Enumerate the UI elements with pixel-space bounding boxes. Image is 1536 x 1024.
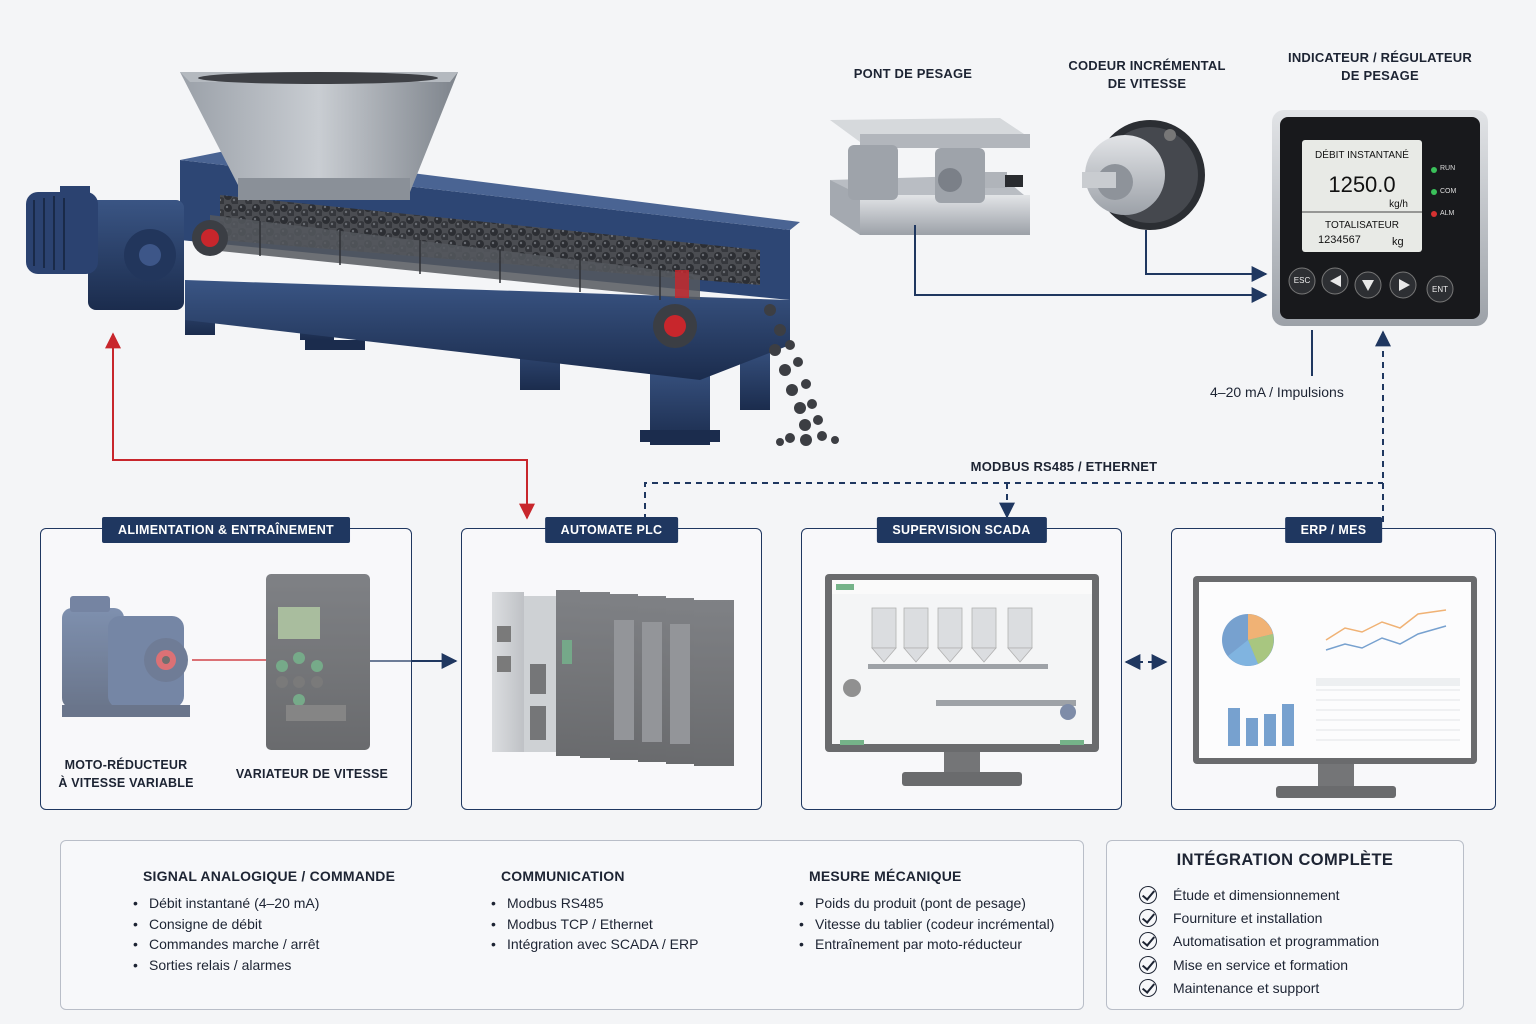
legend-analog-item: Débit instantané (4–20 mA) xyxy=(133,893,395,914)
label-indicateur: INDICATEUR / RÉGULATEUR DE PESAGE xyxy=(1280,49,1480,85)
panel-scada-title: SUPERVISION SCADA xyxy=(876,517,1047,543)
panel-erp: ERP / MES xyxy=(1171,517,1496,810)
integration-item-label: Automatisation et programmation xyxy=(1173,933,1380,950)
integration-item: Étude et dimensionnement xyxy=(1139,883,1379,906)
belt-feeder-machine xyxy=(26,72,839,446)
legend-analog-item: Consigne de débit xyxy=(133,914,395,935)
legend-comm-title: COMMUNICATION xyxy=(501,868,625,884)
line-encoder-to-indicator xyxy=(1145,230,1268,282)
plc-rack-image xyxy=(492,590,734,766)
legend-meca: MESURE MÉCANIQUE Poids du produit (pont … xyxy=(747,865,1054,955)
panel-scada: SUPERVISION SCADA xyxy=(801,517,1122,810)
label-variateur: VARIATEUR DE VITESSE xyxy=(235,767,389,781)
legend-meca-item: Poids du produit (pont de pesage) xyxy=(799,893,1054,914)
line-comm-bus xyxy=(644,482,1383,520)
erp-monitor-image xyxy=(1193,576,1477,798)
check-icon xyxy=(1139,955,1157,974)
integration-box: INTÉGRATION COMPLÈTE Étude et dimensionn… xyxy=(1106,840,1464,1010)
legend-meca-item: Entraînement par moto-réducteur xyxy=(799,934,1054,955)
incremental-encoder xyxy=(1082,120,1205,230)
panel-plc-title: AUTOMATE PLC xyxy=(544,517,679,543)
integration-item: Mise en service et formation xyxy=(1139,953,1379,976)
integration-item: Fourniture et installation xyxy=(1139,906,1379,929)
ent-button[interactable]: ENT xyxy=(1432,285,1448,294)
legend-comm-item: Modbus TCP / Ethernet xyxy=(491,914,698,935)
display-total-label: TOTALISATEUR xyxy=(1325,220,1399,231)
legend-comm: COMMUNICATION Modbus RS485 Modbus TCP / … xyxy=(439,865,698,955)
integration-item: Automatisation et programmation xyxy=(1139,930,1379,953)
legend-meca-title: MESURE MÉCANIQUE xyxy=(809,868,962,884)
integration-item: Maintenance et support xyxy=(1139,976,1379,999)
led-alm-label: ALM xyxy=(1440,210,1455,217)
panel-plc: AUTOMATE PLC xyxy=(461,517,762,810)
load-cell-weighbridge xyxy=(830,118,1030,235)
label-indicateur-line1: INDICATEUR / RÉGULATEUR xyxy=(1288,50,1472,65)
label-moto: MOTO-RÉDUCTEUR À VITESSE VARIABLE xyxy=(46,756,206,792)
label-pont-pesage: PONT DE PESAGE xyxy=(853,66,973,81)
integration-item-label: Étude et dimensionnement xyxy=(1173,886,1340,903)
check-icon xyxy=(1139,932,1157,951)
legend-box: SIGNAL ANALOGIQUE / COMMANDE Débit insta… xyxy=(60,840,1084,1010)
check-icon xyxy=(1139,908,1157,927)
panel-alimentation: ALIMENTATION & ENTRAÎNEMENT xyxy=(40,517,412,810)
label-moto-line2: À VITESSE VARIABLE xyxy=(58,776,194,790)
panel-alimentation-title: ALIMENTATION & ENTRAÎNEMENT xyxy=(102,517,350,543)
check-icon xyxy=(1139,978,1157,997)
esc-button[interactable]: ESC xyxy=(1293,276,1311,285)
legend-analog-title: SIGNAL ANALOGIQUE / COMMANDE xyxy=(143,868,396,884)
integration-title: INTÉGRATION COMPLÈTE xyxy=(1176,851,1394,869)
display-total-unit: kg xyxy=(1392,236,1404,248)
led-com-label: COM xyxy=(1440,188,1457,195)
legend-analog-item: Commandes marche / arrêt xyxy=(133,934,395,955)
vfd-drive-image xyxy=(266,574,370,750)
legend-comm-item: Intégration avec SCADA / ERP xyxy=(491,934,698,955)
scada-monitor-image xyxy=(825,574,1099,786)
moto-reducer-image xyxy=(62,596,190,717)
panel-erp-title: ERP / MES xyxy=(1284,517,1383,543)
legend-meca-item: Vitesse du tablier (codeur incrémental) xyxy=(799,914,1054,935)
line-loadcell-to-indicator xyxy=(914,225,1268,303)
label-codeur-line2: DE VITESSE xyxy=(1107,76,1187,91)
integration-item-label: Fourniture et installation xyxy=(1173,909,1323,926)
integration-item-label: Maintenance et support xyxy=(1173,979,1320,996)
label-codeur: CODEUR INCRÉMENTAL DE VITESSE xyxy=(1062,57,1232,93)
check-icon xyxy=(1139,885,1157,904)
led-run-label: RUN xyxy=(1440,165,1456,172)
legend-comm-item: Modbus RS485 xyxy=(491,893,698,914)
legend-analog-item: Sorties relais / alarmes xyxy=(133,955,395,976)
label-moto-line1: MOTO-RÉDUCTEUR xyxy=(64,758,188,772)
weighing-indicator xyxy=(1272,110,1488,326)
label-codeur-line1: CODEUR INCRÉMENTAL xyxy=(1068,58,1226,73)
display-unit: kg/h xyxy=(1389,199,1408,210)
display-total-value: 1234567 xyxy=(1318,234,1361,246)
label-indicateur-line2: DE PESAGE xyxy=(1341,68,1419,83)
label-bus: MODBUS RS485 / ETHERNET xyxy=(970,459,1158,474)
label-analog-signal: 4–20 mA / Impulsions xyxy=(1210,384,1344,400)
display-value: 1250.0 xyxy=(1328,172,1396,197)
line-mechanical xyxy=(105,332,535,520)
display-title: DÉBIT INSTANTANÉ xyxy=(1315,150,1409,161)
integration-item-label: Mise en service et formation xyxy=(1173,956,1349,973)
legend-analog: SIGNAL ANALOGIQUE / COMMANDE Débit insta… xyxy=(81,865,395,975)
